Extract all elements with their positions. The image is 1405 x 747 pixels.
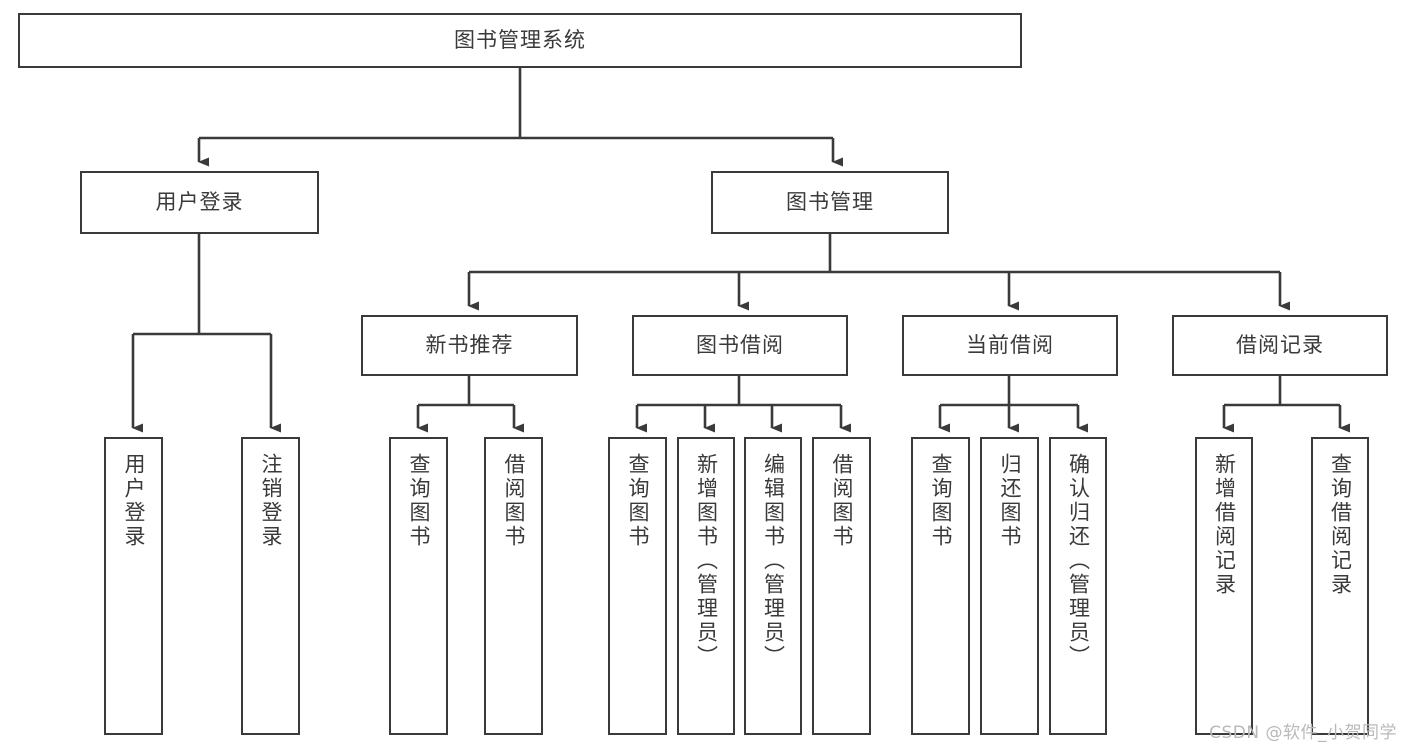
leaf-edit-book-admin-label: 编辑图书（管理员） — [761, 453, 786, 669]
node-book-borrow-label: 图书借阅 — [696, 333, 784, 358]
leaf-query-book-3-label: 查询图书 — [928, 453, 953, 549]
leaf-query-book-1[interactable]: 查询图书 — [389, 437, 448, 735]
leaf-borrow-book-2[interactable]: 借阅图书 — [812, 437, 871, 735]
node-root[interactable]: 图书管理系统 — [18, 13, 1022, 68]
leaf-add-borrow-record[interactable]: 新增借阅记录 — [1195, 437, 1253, 735]
node-current-borrow-label: 当前借阅 — [966, 333, 1054, 358]
leaf-borrow-book-2-label: 借阅图书 — [829, 453, 854, 549]
leaf-query-book-2[interactable]: 查询图书 — [608, 437, 667, 735]
leaf-add-borrow-record-label: 新增借阅记录 — [1212, 453, 1237, 597]
csdn-watermark: CSDN @软件_小贺同学 — [1209, 723, 1397, 743]
node-book-manage[interactable]: 图书管理 — [711, 171, 949, 234]
leaf-query-book-3[interactable]: 查询图书 — [911, 437, 970, 735]
leaf-return-book[interactable]: 归还图书 — [980, 437, 1039, 735]
leaf-query-borrow-record[interactable]: 查询借阅记录 — [1311, 437, 1369, 735]
leaf-add-book-admin-label: 新增图书（管理员） — [694, 453, 719, 669]
node-book-manage-label: 图书管理 — [786, 190, 874, 215]
node-book-borrow[interactable]: 图书借阅 — [632, 315, 848, 376]
leaf-user-login[interactable]: 用户登录 — [104, 437, 163, 735]
leaf-logout-login-label: 注销登录 — [258, 453, 283, 549]
leaf-return-book-label: 归还图书 — [997, 453, 1022, 549]
node-user-login-label: 用户登录 — [155, 190, 244, 215]
node-borrow-record[interactable]: 借阅记录 — [1172, 315, 1388, 376]
node-new-book-recommend[interactable]: 新书推荐 — [361, 315, 578, 376]
leaf-query-book-2-label: 查询图书 — [625, 453, 650, 549]
leaf-edit-book-admin[interactable]: 编辑图书（管理员） — [744, 437, 802, 735]
leaf-borrow-book-1-label: 借阅图书 — [501, 453, 526, 549]
leaf-confirm-return[interactable]: 确认归还（管理员） — [1049, 437, 1107, 735]
node-current-borrow[interactable]: 当前借阅 — [902, 315, 1118, 376]
leaf-user-login-label: 用户登录 — [121, 453, 146, 549]
leaf-logout-login[interactable]: 注销登录 — [241, 437, 300, 735]
leaf-query-book-1-label: 查询图书 — [406, 453, 431, 549]
leaf-confirm-return-label: 确认归还（管理员） — [1066, 453, 1091, 669]
leaf-query-borrow-record-label: 查询借阅记录 — [1328, 453, 1353, 597]
node-new-book-recommend-label: 新书推荐 — [425, 333, 514, 358]
leaf-add-book-admin[interactable]: 新增图书（管理员） — [677, 437, 735, 735]
node-borrow-record-label: 借阅记录 — [1236, 333, 1324, 358]
leaf-borrow-book-1[interactable]: 借阅图书 — [484, 437, 543, 735]
node-user-login[interactable]: 用户登录 — [80, 171, 319, 234]
node-root-label: 图书管理系统 — [454, 28, 586, 53]
